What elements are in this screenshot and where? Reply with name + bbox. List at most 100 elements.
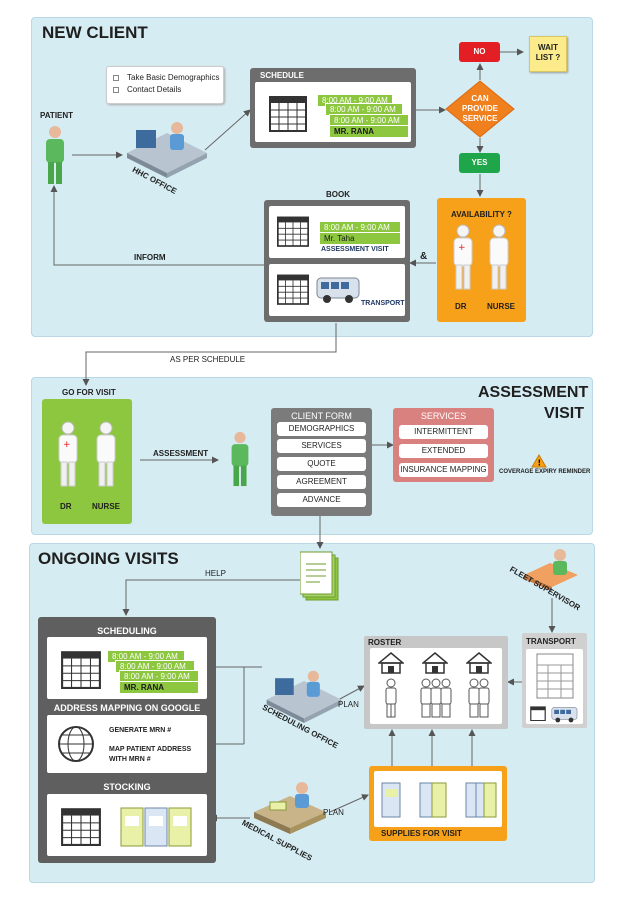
svg-text:!: ! xyxy=(538,459,542,468)
spreadsheet-icon xyxy=(536,653,574,699)
demographics-item: Take Basic Demographics xyxy=(127,73,220,82)
house-icon xyxy=(422,652,448,674)
transport-label: TRANSPORT xyxy=(526,637,576,646)
address-mapping-title: ADDRESS MAPPING ON GOOGLE xyxy=(53,703,201,713)
house-icon xyxy=(466,652,492,674)
generate-mrn-label: GENERATE MRN # xyxy=(109,727,172,734)
ongoing-title: ONGOING VISITS xyxy=(38,549,179,568)
operations-box: SCHEDULING 8:00 AM - 9:00 AM 8:00 AM - 9… xyxy=(38,617,216,863)
svg-text:+: + xyxy=(458,243,466,253)
plan-label-2: PLAN xyxy=(323,808,344,817)
transport-label: TRANSPORT xyxy=(361,300,405,307)
book-box: 8:00 AM - 9:00 AM Mr. Taha ASSESSMENT VI… xyxy=(264,200,410,322)
medical-supplies-desk-icon xyxy=(254,782,326,834)
decision-label: CAN PROVIDE SERVICE xyxy=(461,94,498,123)
bullet-icon xyxy=(113,87,119,93)
yes-label: YES xyxy=(471,158,488,167)
schedule-box: SCHEDULE 8:00 AM - 9:00 AM 8:00 AM - 9:0… xyxy=(250,68,416,148)
coverage-reminder-label: COVERAGE EXPIRY REMINDER xyxy=(499,469,591,475)
doctor-icon: + xyxy=(58,421,78,487)
bus-icon xyxy=(551,707,578,723)
care-team-box: + DR NURSE xyxy=(42,399,132,524)
no-label: NO xyxy=(473,47,486,56)
client-form-title: CLIENT FORM xyxy=(291,411,352,421)
schedule-patient-name: MR. RANA xyxy=(329,125,409,138)
services-item: INTERMITTENT xyxy=(399,425,488,439)
help-label: HELP xyxy=(205,569,226,578)
fleet-supervisor-icon xyxy=(524,549,578,591)
availability-label: AVAILABILITY ? xyxy=(451,210,512,219)
warning-icon: ! xyxy=(531,454,547,468)
bullet-icon xyxy=(113,75,119,81)
calendar-icon xyxy=(530,706,546,721)
staff-pair-icon xyxy=(468,678,490,718)
staff-icon xyxy=(385,678,397,718)
stocking-title: STOCKING xyxy=(103,782,151,792)
house-icon xyxy=(378,652,404,674)
scheduling-title: SCHEDULING xyxy=(97,626,157,636)
assessment-label: ASSESSMENT xyxy=(153,449,209,458)
assessment-title-line2: VISIT xyxy=(544,405,585,422)
medical-supplies-icon xyxy=(120,807,192,847)
hhc-office-icon xyxy=(127,122,207,178)
dr-label: DR xyxy=(60,502,72,511)
client-form-item: QUOTE xyxy=(277,457,366,471)
nurse-icon xyxy=(96,421,116,487)
wait-list-note: WAIT LIST ? xyxy=(529,36,567,72)
patient-icon xyxy=(231,431,249,487)
schedule-content: 8:00 AM - 9:00 AM 8:00 AM - 9:00 AM 8:00… xyxy=(255,82,411,142)
client-form-box: CLIENT FORM DEMOGRAPHICS SERVICES QUOTE … xyxy=(271,408,372,516)
services-item: EXTENDED xyxy=(399,444,488,458)
schedule-patient-name: MR. RANA xyxy=(119,681,199,694)
demographics-item: Contact Details xyxy=(127,85,182,94)
nurse-label: NURSE xyxy=(487,302,516,311)
supplies-content xyxy=(374,771,502,827)
plan-label: PLAN xyxy=(338,700,359,709)
map-patient-label: MAP PATIENT ADDRESS xyxy=(109,746,192,753)
decision-diamond xyxy=(445,80,515,138)
new-client-title: NEW CLIENT xyxy=(42,23,148,42)
client-form-item: SERVICES xyxy=(277,439,366,453)
yes-box: YES xyxy=(459,153,500,173)
address-mapping-content: GENERATE MRN # MAP PATIENT ADDRESS WITH … xyxy=(47,715,207,773)
schedule-slot: 8:00 AM - 9:00 AM xyxy=(115,660,195,673)
and-label: & xyxy=(420,251,428,262)
document-icon xyxy=(300,551,339,601)
supply-kit-icon xyxy=(465,782,497,818)
supplies-box: SUPPLIES FOR VISIT xyxy=(369,766,507,841)
supplies-label: SUPPLIES FOR VISIT xyxy=(381,829,462,838)
bus-icon xyxy=(316,277,360,303)
inform-label: INFORM xyxy=(134,253,166,262)
patient-label: PATIENT xyxy=(40,111,74,120)
as-per-schedule-label: AS PER SCHEDULE xyxy=(170,355,246,364)
assessment-title-line1: ASSESSMENT xyxy=(478,384,589,401)
doctor-icon: + xyxy=(453,224,473,290)
calendar-icon xyxy=(277,274,309,305)
client-form-item: AGREEMENT xyxy=(277,475,366,489)
scheduling-content: 8:00 AM - 9:00 AM 8:00 AM - 9:00 AM 8:00… xyxy=(47,637,207,699)
assessment-visit-card: 8:00 AM - 9:00 AM Mr. Taha ASSESSMENT VI… xyxy=(269,206,405,258)
roster-label: ROSTER xyxy=(368,638,402,647)
supply-kit-icon xyxy=(419,782,447,818)
roster-content xyxy=(370,648,502,724)
calendar-icon xyxy=(61,651,101,689)
calendar-icon xyxy=(269,96,307,132)
dr-label: DR xyxy=(455,302,467,311)
transport-box: TRANSPORT xyxy=(522,633,587,728)
supply-kit-icon xyxy=(381,782,401,818)
stocking-content xyxy=(47,794,207,856)
book-label: BOOK xyxy=(326,190,350,199)
client-form-item: ADVANCE xyxy=(277,493,366,507)
availability-box: AVAILABILITY ? + DR NURSE xyxy=(437,198,526,322)
roster-box: ROSTER xyxy=(364,636,508,729)
staff-group-icon xyxy=(420,678,452,718)
transport-content xyxy=(526,649,583,724)
calendar-icon xyxy=(277,216,309,247)
globe-icon xyxy=(58,726,94,762)
nurse-label: NURSE xyxy=(92,502,121,511)
no-box: NO xyxy=(459,42,500,62)
services-title: SERVICES xyxy=(420,411,467,421)
patient-icon xyxy=(46,126,64,184)
schedule-label: SCHEDULE xyxy=(260,71,305,80)
services-item: INSURANCE MAPPING xyxy=(399,463,488,477)
